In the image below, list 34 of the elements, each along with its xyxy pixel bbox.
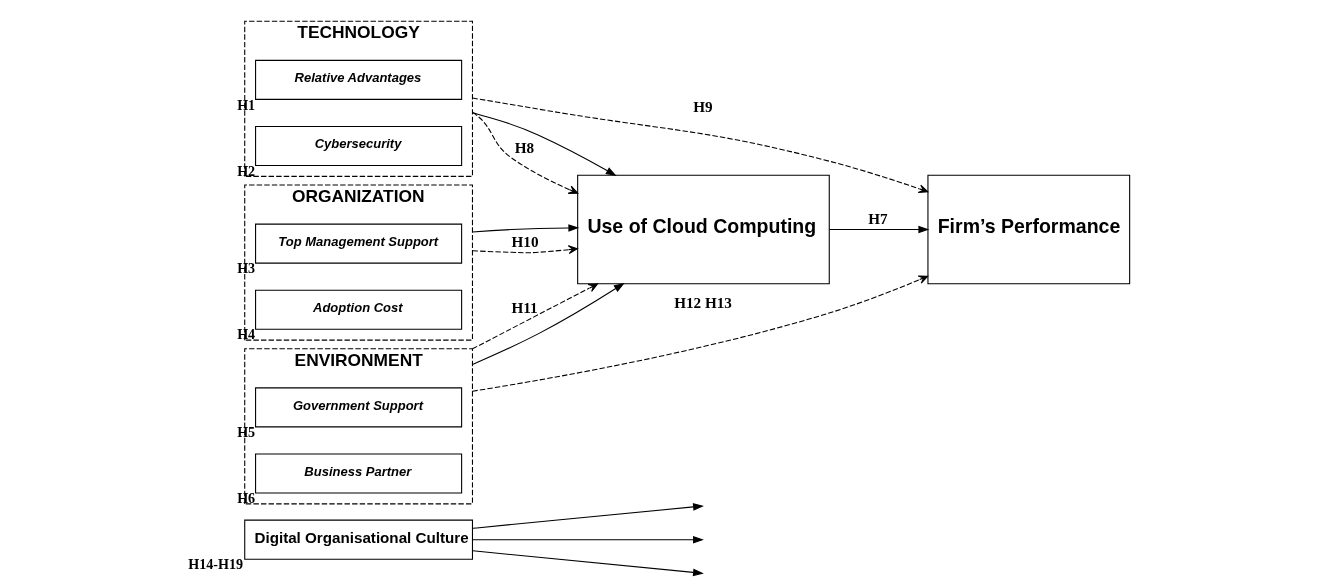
arrow: [472, 535, 704, 544]
node-label: H2: [237, 162, 256, 179]
node-label: H6: [237, 490, 256, 507]
edge-label: H11: [511, 299, 538, 317]
arrow: [471, 97, 929, 194]
edge-label: H10: [511, 233, 539, 251]
arrow: [472, 503, 704, 529]
arrow: [471, 245, 578, 255]
node-label: H3: [237, 260, 256, 277]
node-box: Government Support: [255, 387, 463, 428]
node-box: Cybersecurity: [255, 125, 463, 167]
arrow: [471, 275, 929, 392]
arrow: [472, 550, 704, 577]
arrow: [471, 111, 579, 194]
edge-label: H8: [514, 138, 535, 156]
node-box: Top Management Support: [255, 223, 463, 264]
node-box: Use of Cloud Computing: [577, 174, 830, 285]
node-box: Business Partner: [255, 453, 463, 494]
arrow: [471, 283, 599, 350]
node-label: H5: [237, 424, 256, 441]
arrow: [471, 282, 625, 365]
node-label: H1: [237, 96, 256, 113]
node-label: H14-H19: [188, 556, 244, 573]
arrow: [471, 111, 617, 176]
node-box: Adoption Cost: [255, 289, 463, 330]
arrow: [828, 225, 930, 234]
arrow: [471, 224, 580, 233]
node-box: Digital Organisational Culture: [244, 519, 473, 560]
node-box: Relative Advantages: [255, 59, 463, 100]
edge-label: H9: [693, 97, 713, 115]
edge-label: H12 H13: [674, 293, 732, 311]
node-box: Firm’s Performance: [927, 174, 1131, 285]
node-label: H4: [237, 326, 256, 343]
edge-label: H7: [868, 210, 888, 228]
